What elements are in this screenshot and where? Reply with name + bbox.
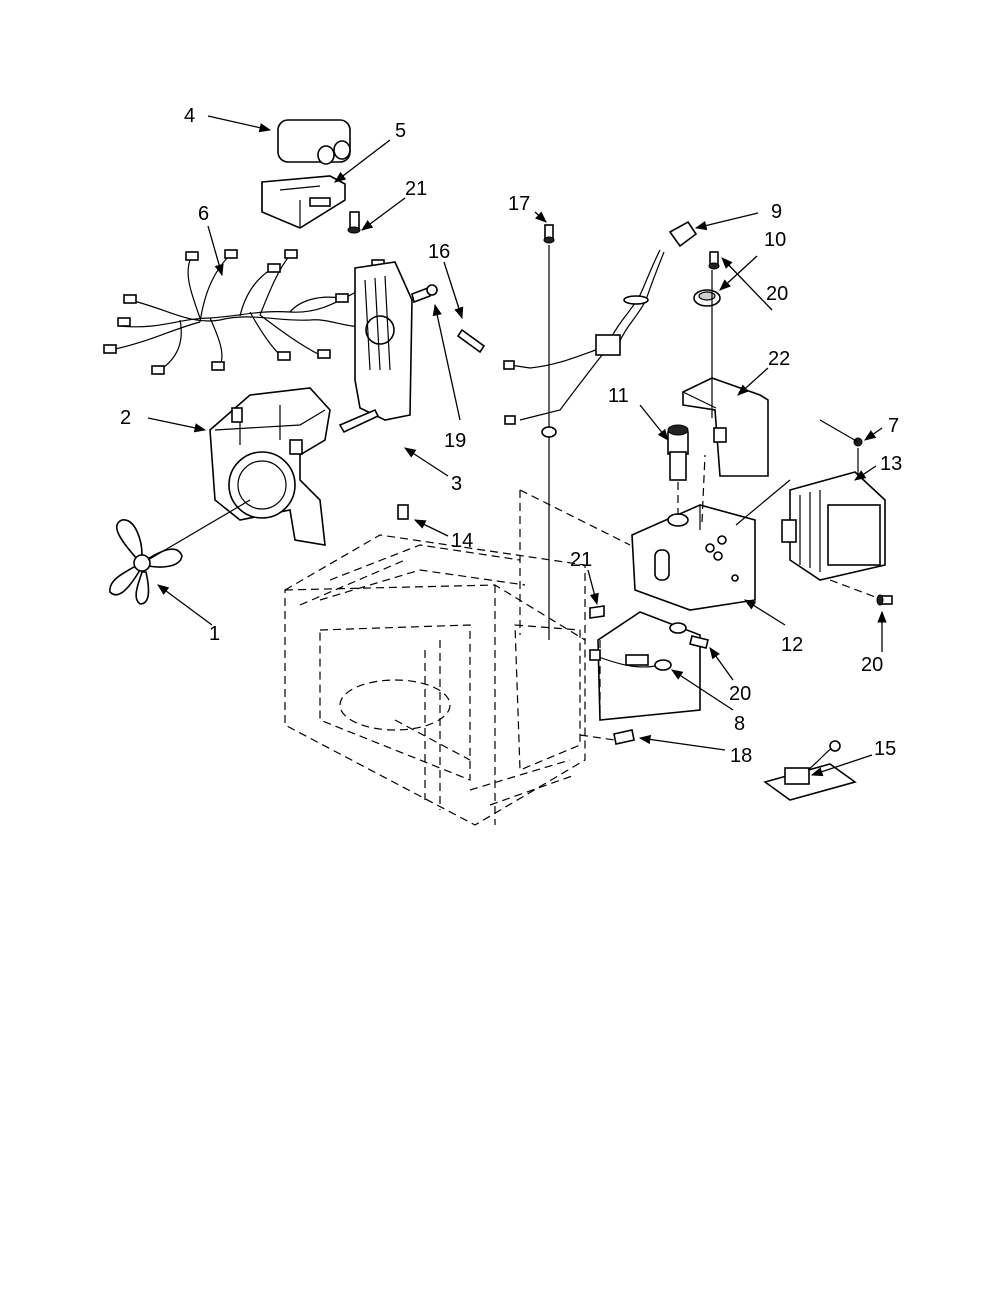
screw-part-20-right [829, 579, 893, 606]
callout-20-right: 20 [861, 654, 883, 676]
screw-part-21-upper [347, 211, 361, 234]
diode-part-11 [667, 424, 689, 481]
callout-labels: 4 5 21 6 17 9 10 16 20 22 11 2 19 7 13 3… [120, 105, 902, 767]
fuse-part-16 [456, 328, 486, 354]
callout-17: 17 [508, 193, 530, 215]
capacitor-bracket-part-5 [261, 175, 346, 229]
screw-part-17 [541, 224, 557, 640]
bracket-part-22 [682, 377, 769, 477]
callout-20-middle: 20 [729, 683, 751, 705]
assembly-guide-lines [677, 270, 791, 526]
screw-part-19 [411, 284, 438, 304]
callout-2: 2 [120, 407, 131, 429]
screw-part-20-upper [708, 251, 720, 270]
fan-housing-part-2 [209, 387, 331, 546]
callout-leaders [147, 115, 887, 777]
wire-harness-part-6 [103, 249, 393, 375]
callout-19: 19 [444, 430, 466, 452]
callout-21-upper: 21 [405, 178, 427, 200]
callout-15: 15 [874, 738, 896, 760]
screw-part-21-lower [589, 605, 605, 619]
callout-11: 11 [608, 385, 629, 407]
callout-13: 13 [880, 453, 902, 475]
callout-21-lower: 21 [570, 549, 592, 571]
callout-6: 6 [198, 203, 209, 225]
thermal-cutout-part-10 [693, 289, 721, 307]
callout-1: 1 [209, 623, 220, 645]
screw-part-18 [613, 729, 635, 745]
capacitor-part-4 [277, 119, 351, 165]
callout-8: 8 [734, 713, 745, 735]
callout-14: 14 [451, 530, 473, 552]
callout-22: 22 [768, 348, 790, 370]
callout-9: 9 [771, 201, 782, 223]
fan-motor-part-3 [338, 261, 413, 434]
hv-wire-part-8 [589, 611, 701, 721]
callout-7: 7 [888, 415, 899, 437]
callout-20-upper: 20 [766, 283, 788, 305]
clip-part-14 [397, 504, 409, 520]
power-cord-part-9 [503, 220, 698, 425]
transformer-part-13 [781, 448, 886, 581]
callout-10: 10 [764, 229, 786, 251]
callout-12: 12 [781, 634, 803, 656]
microwave-cavity-outline [284, 489, 631, 826]
callout-3: 3 [451, 473, 462, 495]
spacer-part-7 [819, 419, 863, 447]
fan-blade-part-1 [109, 499, 251, 605]
callout-18: 18 [730, 745, 752, 767]
circuit-board-part-15 [763, 740, 857, 801]
callout-16: 16 [428, 241, 450, 263]
base-plate-part-12 [631, 504, 756, 611]
callout-4: 4 [184, 105, 195, 127]
screw-part-20-middle [689, 635, 709, 649]
callout-5: 5 [395, 120, 406, 142]
